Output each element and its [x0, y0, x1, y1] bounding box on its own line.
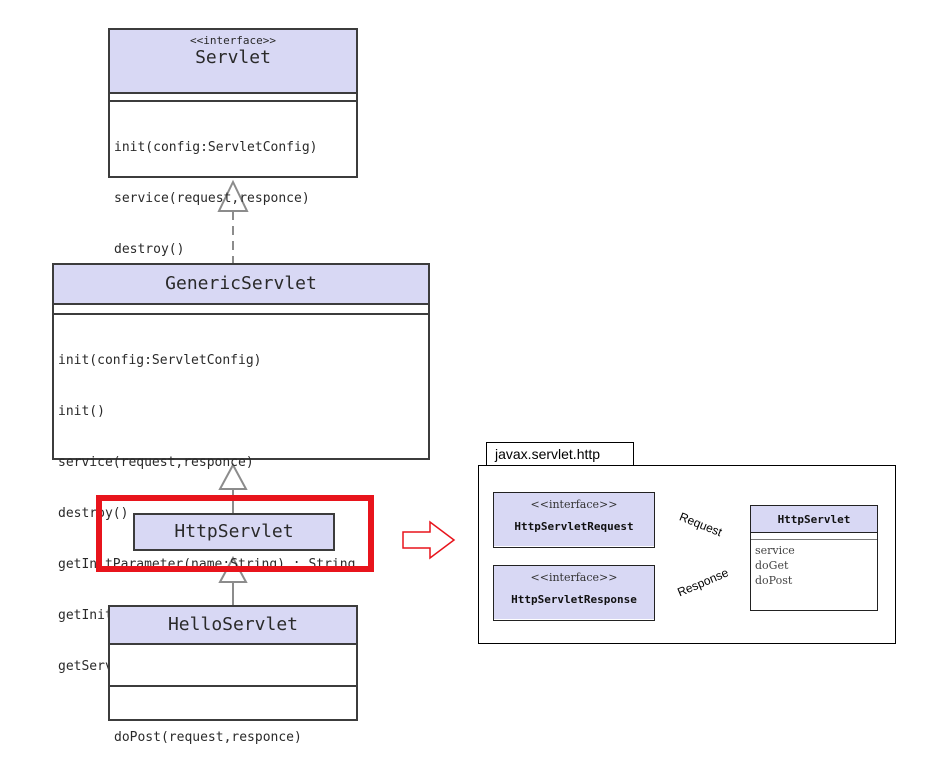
hello-servlet-class-box: HelloServlet doPost(request,responce): [108, 605, 358, 745]
servlet-class-name: Servlet: [195, 47, 271, 68]
generic-servlet-attributes-compartment: [54, 305, 428, 315]
hello-servlet-attributes-compartment: [110, 645, 356, 687]
servlet-operations: init(config:ServletConfig) service(reque…: [110, 102, 356, 295]
operation: service(request,responce): [58, 455, 254, 470]
operation: service: [755, 544, 795, 557]
operation: init(): [58, 404, 105, 419]
http-servlet-highlight-frame: [96, 495, 374, 572]
http-servlet-request-box: <<interface>> HttpServletRequest: [493, 492, 655, 548]
operation: service(request,responce): [114, 191, 310, 206]
operation: destroy(): [114, 242, 185, 257]
servlet-interface-box: <<interface>> Servlet init(config:Servle…: [108, 28, 358, 257]
request-class-name: HttpServletRequest: [514, 520, 634, 533]
package-http-servlet-attributes: [751, 533, 877, 540]
hello-servlet-class-name: HelloServlet: [167, 614, 299, 635]
generic-servlet-class-name: GenericServlet: [165, 273, 317, 294]
package-http-servlet-box: HttpServlet service doGet doPost: [750, 505, 878, 611]
operation: init(config:ServletConfig): [114, 140, 318, 155]
http-servlet-class-name: HttpServlet: [174, 521, 294, 542]
package-http-servlet-operations: service doGet doPost: [751, 540, 877, 591]
package-tab: javax.servlet.http: [486, 442, 634, 466]
hello-servlet-operations: doPost(request,responce): [110, 687, 356, 783]
package-http-servlet-header: HttpServlet: [751, 506, 877, 533]
http-servlet-class-box: HttpServlet: [133, 513, 335, 551]
package-http-servlet-name: HttpServlet: [777, 513, 851, 526]
http-servlet-request-header: <<interface>> HttpServletRequest: [494, 493, 654, 546]
operation: doPost(request,responce): [114, 730, 302, 745]
operation: destroy(): [58, 506, 129, 521]
servlet-attributes-compartment: [110, 94, 356, 102]
operation: doGet: [755, 559, 789, 572]
hello-servlet-header: HelloServlet: [110, 607, 356, 645]
http-servlet-response-box: <<interface>> HttpServletResponse: [493, 565, 655, 621]
generic-servlet-header: GenericServlet: [54, 265, 428, 305]
request-stereotype: <<interface>>: [530, 498, 618, 511]
generic-servlet-class-box: GenericServlet init(config:ServletConfig…: [52, 263, 430, 674]
response-class-name: HttpServletResponse: [511, 593, 637, 606]
http-servlet-response-header: <<interface>> HttpServletResponse: [494, 566, 654, 619]
operation: init(config:ServletConfig): [58, 353, 262, 368]
operation: doPost: [755, 574, 793, 587]
response-stereotype: <<interface>>: [530, 571, 618, 584]
servlet-stereotype: <<interface>>: [189, 34, 277, 47]
http-servlet-header: HttpServlet: [135, 515, 333, 549]
servlet-header: <<interface>> Servlet: [110, 30, 356, 94]
